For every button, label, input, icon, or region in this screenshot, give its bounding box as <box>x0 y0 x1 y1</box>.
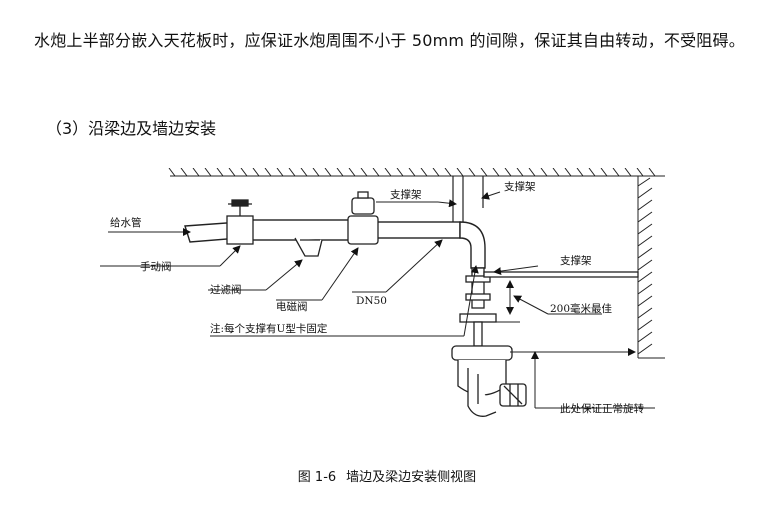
figure-caption: 图 1-6 墙边及梁边安装侧视图 <box>0 466 774 485</box>
label-manual-valve: 手动阀 <box>140 260 172 273</box>
label-rotation-note: 此处保证正常旋转 <box>560 402 644 415</box>
label-support-top: 支撑架 <box>504 180 536 193</box>
wall-support <box>483 271 639 278</box>
section-heading: （3）沿梁边及墙边安装 <box>46 119 217 138</box>
filter-valve <box>294 237 323 257</box>
water-cannon <box>451 345 527 417</box>
label-gap-200: 200毫米最佳 <box>550 302 613 315</box>
label-support-left: 支撑架 <box>390 188 422 201</box>
label-water-pipe: 给水管 <box>110 216 142 229</box>
gap-dimension <box>462 280 636 356</box>
wall-hatch <box>637 176 665 359</box>
ceiling-hatch <box>168 168 665 177</box>
body-paragraph: 水炮上半部分嵌入天花板时，应保证水炮周围不小于 50mm 的间隙，保证其自由转动… <box>34 31 745 50</box>
solenoid-valve <box>347 191 379 245</box>
leader-lines <box>100 191 655 409</box>
label-dn50: DN50 <box>356 295 387 307</box>
label-note-ubracket: 注:每个支撑有U型卡固定 <box>210 322 328 335</box>
label-filter-valve: 过滤阀 <box>210 283 242 296</box>
label-support-right: 支撑架 <box>560 254 592 267</box>
manual-valve <box>226 199 254 245</box>
figure-number: 图 1-6 <box>297 470 337 485</box>
label-solenoid-valve: 电磁阀 <box>276 300 308 313</box>
drop-pipe <box>459 267 497 347</box>
installation-diagram: 给水管 手动阀 过滤阀 电磁阀 DN50 支撑架 支撑架 支撑架 200毫米最佳… <box>100 168 665 417</box>
figure-title: 墙边及梁边安装侧视图 <box>346 470 477 485</box>
